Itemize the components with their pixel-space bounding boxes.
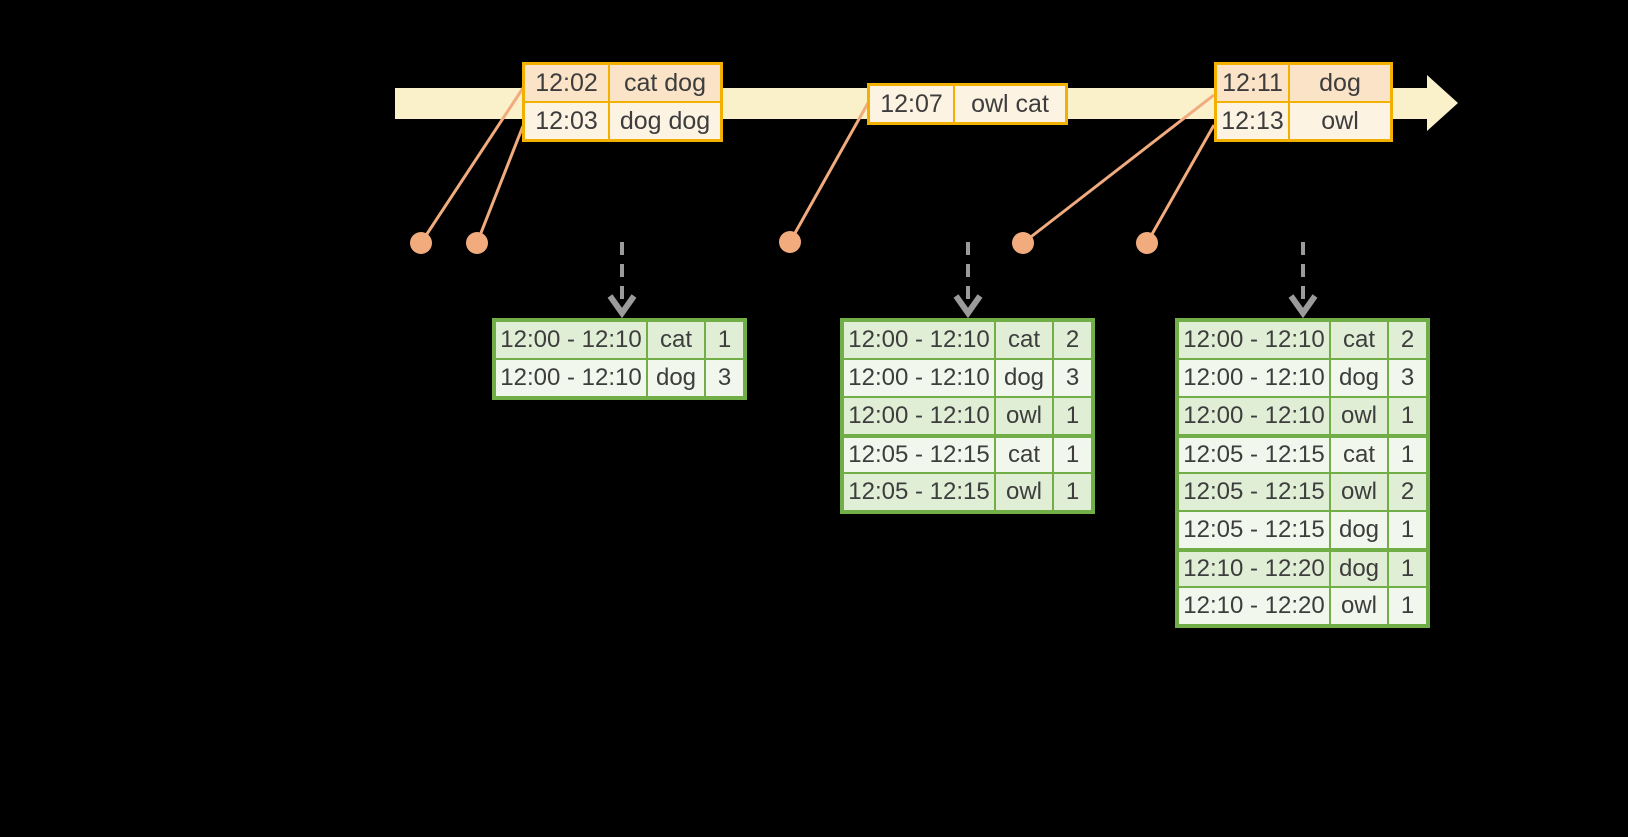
event-time-cell: 12:13 [1217,103,1288,139]
count-cell: 1 [1389,512,1426,548]
trigger-arrow [1288,242,1318,319]
word-cell: cat [1331,436,1387,472]
window-cell: 12:10 - 12:20 [1179,550,1329,586]
window-cell: 12:00 - 12:10 [1179,360,1329,396]
count-cell: 1 [1054,474,1091,510]
event-box-3: 12:11 dog 12:13 owl [1214,62,1393,142]
window-cell: 12:10 - 12:20 [1179,588,1329,624]
event-connector-line [1145,124,1216,244]
event-dot [779,231,801,253]
word-cell: dog [996,360,1052,396]
event-box-2: 12:07 owl cat [867,83,1068,125]
event-connector-line [1022,93,1215,245]
word-cell: dog [1331,360,1387,396]
count-cell: 1 [1389,398,1426,434]
event-words-cell: owl cat [955,86,1065,122]
count-cell: 1 [706,322,743,358]
word-cell: cat [648,322,704,358]
count-cell: 2 [1389,474,1426,510]
event-dot [1136,232,1158,254]
word-cell: cat [1331,322,1387,358]
count-cell: 1 [1054,436,1091,472]
trigger-arrowhead-icon [953,294,983,319]
event-time-cell: 12:07 [870,86,953,122]
count-cell: 1 [1389,436,1426,472]
window-cell: 12:00 - 12:10 [496,360,646,396]
count-cell: 1 [1054,398,1091,434]
window-cell: 12:05 - 12:15 [844,474,994,510]
word-cell: cat [996,322,1052,358]
trigger-arrowhead-icon [607,294,637,319]
result-table-1: 12:00 - 12:10 cat 1 12:00 - 12:10 dog 3 [492,318,747,400]
count-cell: 1 [1389,550,1426,586]
event-words-cell: dog dog [610,103,720,139]
event-words-cell: owl [1290,103,1390,139]
window-cell: 12:05 - 12:15 [1179,474,1329,510]
trigger-arrowhead-icon [1288,294,1318,319]
count-cell: 1 [1389,588,1426,624]
event-time-cell: 12:11 [1217,65,1288,101]
result-table-2: 12:00 - 12:10 cat 2 12:00 - 12:10 dog 3 … [840,318,1095,514]
word-cell: owl [996,474,1052,510]
window-cell: 12:00 - 12:10 [496,322,646,358]
trigger-arrow [953,242,983,319]
event-connector-line [475,125,525,244]
word-cell: owl [996,398,1052,434]
event-dot [1012,232,1034,254]
event-time-cell: 12:02 [525,65,608,101]
window-cell: 12:00 - 12:10 [844,360,994,396]
event-connector-line [788,102,870,243]
word-cell: dog [1331,550,1387,586]
window-cell: 12:00 - 12:10 [1179,398,1329,434]
window-cell: 12:05 - 12:15 [844,436,994,472]
word-cell: owl [1331,398,1387,434]
trigger-arrow [607,242,637,319]
window-cell: 12:00 - 12:10 [844,398,994,434]
window-cell: 12:00 - 12:10 [1179,322,1329,358]
word-cell: owl [1331,588,1387,624]
word-cell: cat [996,436,1052,472]
event-box-1: 12:02 cat dog 12:03 dog dog [522,62,723,142]
event-dot [466,232,488,254]
event-time-cell: 12:03 [525,103,608,139]
event-words-cell: dog [1290,65,1390,101]
word-cell: owl [1331,474,1387,510]
window-cell: 12:05 - 12:15 [1179,512,1329,548]
count-cell: 2 [1389,322,1426,358]
result-table-3: 12:00 - 12:10 cat 2 12:00 - 12:10 dog 3 … [1175,318,1430,628]
window-cell: 12:05 - 12:15 [1179,436,1329,472]
count-cell: 3 [706,360,743,396]
count-cell: 3 [1054,360,1091,396]
count-cell: 3 [1389,360,1426,396]
word-cell: dog [648,360,704,396]
event-dot [410,232,432,254]
timeline-arrowhead-icon [1427,75,1458,131]
word-cell: dog [1331,512,1387,548]
count-cell: 2 [1054,322,1091,358]
event-connector-line [419,87,525,244]
window-cell: 12:00 - 12:10 [844,322,994,358]
event-words-cell: cat dog [610,65,720,101]
